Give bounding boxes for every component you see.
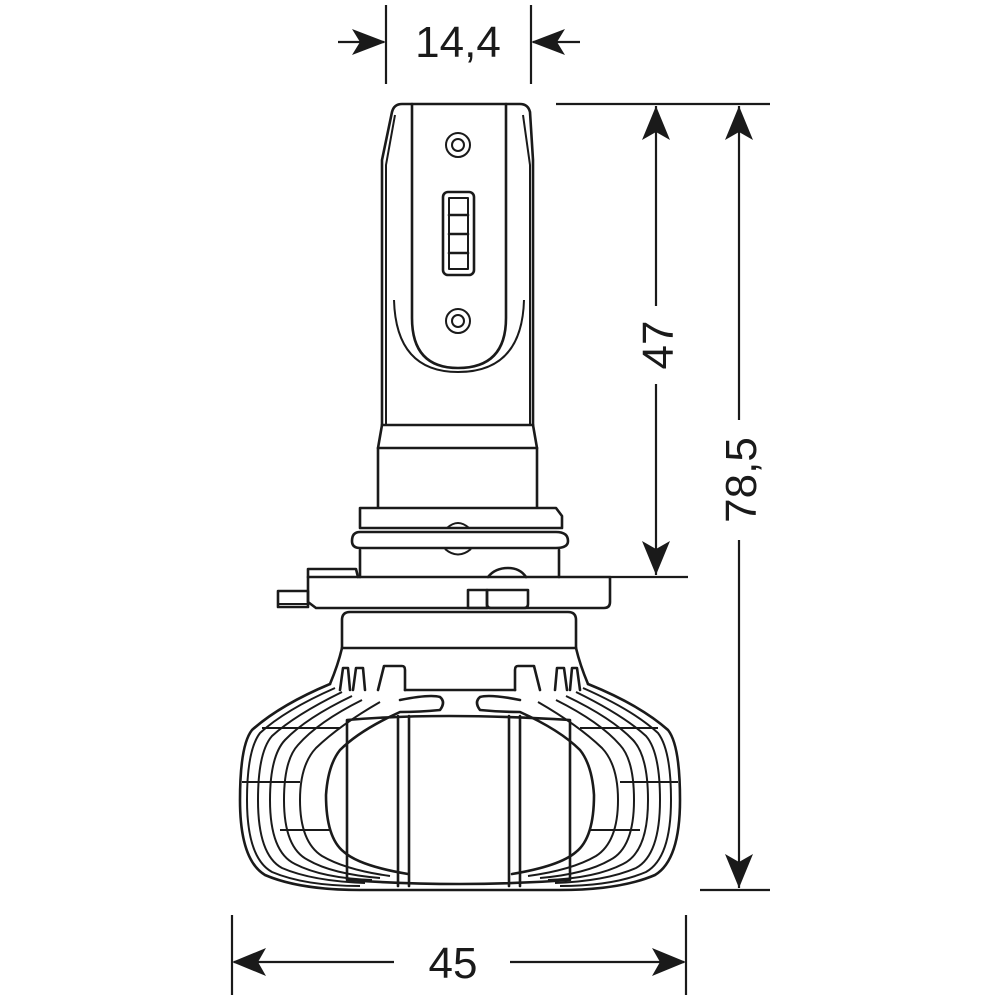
dimension-label-base-width: 45 [429, 939, 478, 988]
neck [376, 423, 539, 510]
led-board [380, 102, 535, 427]
heatsink-center-block [345, 714, 572, 888]
collar-ring [350, 506, 570, 579]
screw-icon-top [445, 132, 471, 158]
heatsink-fins-left [238, 664, 682, 892]
bulb-illustration [238, 102, 682, 892]
heatsink-cap [328, 610, 590, 686]
heatsink-fins-right [475, 664, 678, 887]
dimension-base-width: 45 [230, 915, 688, 995]
screw-icon-bottom [445, 308, 471, 334]
dimension-top-width: 14,4 [338, 5, 580, 84]
dimension-label-total-height: 78,5 [717, 437, 766, 523]
dimension-total-height: 78,5 [700, 106, 770, 892]
dimension-label-top-width: 14,4 [415, 18, 501, 67]
locking-flange [276, 566, 612, 610]
dimension-upper-height: 47 [556, 102, 770, 579]
led-chip-array [441, 190, 476, 277]
dimension-label-upper-height: 47 [634, 321, 683, 370]
